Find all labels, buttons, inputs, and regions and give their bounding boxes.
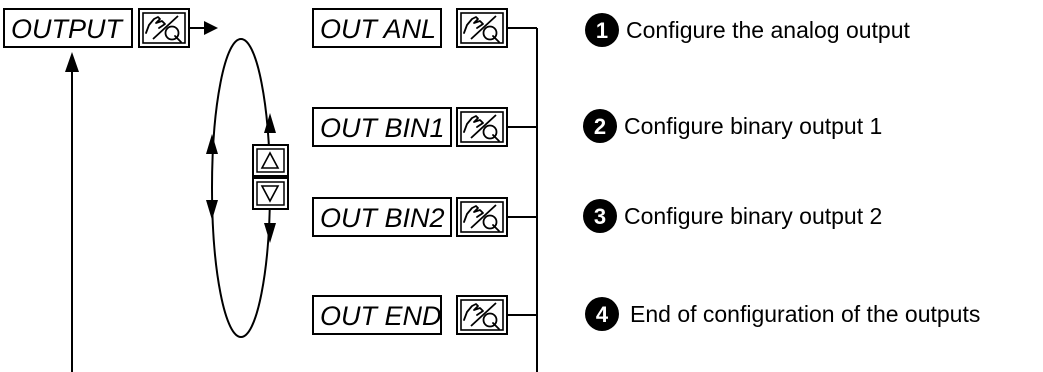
step-description: End of configuration of the outputs xyxy=(630,301,980,327)
step-number-badge xyxy=(585,297,619,331)
enter-arrowhead xyxy=(204,21,218,35)
output-menu-box[interactable] xyxy=(3,8,133,48)
up-arrow-key-icon[interactable] xyxy=(252,144,289,177)
menu-item-box-out-anl[interactable] xyxy=(312,8,442,48)
step-number: 4 xyxy=(596,302,609,327)
loop-arrow-up-right xyxy=(264,113,276,133)
step-number: 3 xyxy=(594,204,606,229)
loop-arrow-up-left xyxy=(206,134,218,154)
output-menu-label: OUTPUT xyxy=(11,14,125,44)
step-description: Configure binary output 2 xyxy=(624,203,882,229)
step-description: Configure binary output 1 xyxy=(624,113,882,139)
return-arrowhead xyxy=(65,52,79,72)
menu-item-box-out-bin2[interactable] xyxy=(312,197,452,237)
menu-item-label: OUT BIN1 xyxy=(320,113,445,143)
hand-key-icon[interactable] xyxy=(456,8,508,48)
step-number: 2 xyxy=(594,114,606,139)
step-number-badge xyxy=(583,109,617,143)
hand-key-icon[interactable] xyxy=(456,197,508,237)
loop-arrow-down-right xyxy=(264,223,276,243)
hand-key-icon[interactable] xyxy=(456,107,508,147)
step-description: Configure the analog output xyxy=(626,17,910,43)
menu-item-label: OUT ANL xyxy=(320,14,436,44)
menu-item-box-out-bin1[interactable] xyxy=(312,107,452,147)
step-number-badge xyxy=(585,13,619,47)
step-number-badge xyxy=(583,199,617,233)
hand-key-icon[interactable] xyxy=(456,295,508,335)
step-number: 1 xyxy=(596,18,608,43)
down-arrow-key-icon[interactable] xyxy=(252,177,289,210)
menu-item-box-out-end[interactable] xyxy=(312,295,442,335)
menu-item-label: OUT END xyxy=(320,301,442,331)
hand-key-icon[interactable] xyxy=(138,8,190,48)
menu-item-label: OUT BIN2 xyxy=(320,203,445,233)
loop-arrow-down-left xyxy=(206,200,218,220)
